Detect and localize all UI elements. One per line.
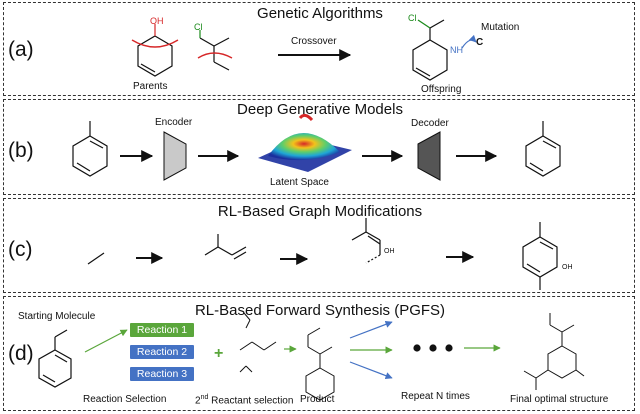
arrow-d3c [349, 361, 393, 380]
final-structure-label: Final optimal structure [510, 394, 609, 405]
dot-2 [429, 344, 437, 352]
offspring-molecule [412, 19, 448, 81]
atom-cl-parent: Cl [194, 22, 203, 32]
panel-a-letter: (a) [8, 38, 34, 61]
atom-oh-enol: OH [384, 248, 395, 255]
enol-fragment [351, 218, 381, 264]
phenol-product [522, 222, 558, 290]
panel-c-title: RL-Based Graph Modifications [217, 203, 423, 220]
reaction-selection-label: Reaction Selection [83, 394, 167, 405]
plus-sign: + [214, 345, 223, 362]
panel-a-title: Genetic Algorithms [257, 5, 383, 22]
encoder-label: Encoder [155, 117, 193, 128]
ethane-fragment [87, 252, 105, 265]
reaction-3-box: Reaction 3 [130, 367, 194, 381]
crossover-label: Crossover [291, 36, 337, 47]
repeat-label: Repeat N times [401, 391, 470, 402]
panel-b [3, 99, 635, 195]
reactant-text: Reactant selection [208, 395, 294, 407]
alkene-fragment [204, 234, 247, 260]
atom-c: C [476, 37, 484, 48]
panel-c-letter: (c) [8, 238, 33, 261]
atom-nh: NH [450, 45, 463, 55]
panel-a [3, 2, 635, 96]
toluene-output [525, 121, 561, 177]
encoder-shape [163, 131, 187, 181]
panel-b-title: Deep Generative Models [237, 101, 403, 118]
decoder-shape [417, 131, 441, 181]
final-molecule [523, 313, 585, 390]
atom-oh-phenol: OH [562, 264, 573, 271]
panel-b-letter: (b) [8, 139, 34, 162]
mutation-label: Mutation [481, 22, 520, 33]
panel-d-letter: (d) [8, 342, 34, 365]
dot-1 [413, 344, 421, 352]
panel-d [3, 296, 635, 411]
parents-label: Parents [133, 81, 168, 92]
reaction-2-box: Reaction 2 [130, 345, 194, 359]
panel-d-title: RL-Based Forward Synthesis (PGFS) [194, 302, 446, 319]
reaction-1-box: Reaction 1 [130, 323, 194, 337]
reactant-ordinal-suffix: nd [200, 394, 209, 401]
latent-space-surface [258, 113, 352, 172]
cut-mark-2 [197, 52, 233, 59]
parent-molecule-2 [199, 30, 230, 71]
reactant-selection-label: 2nd Reactant selection [195, 394, 293, 406]
arrow-d1 [84, 329, 128, 353]
atom-cl-offspring: Cl [408, 13, 417, 23]
mutation-arrow [461, 34, 477, 49]
cut-mark-1 [131, 39, 179, 48]
dot-3 [445, 344, 453, 352]
toluene-input [72, 121, 108, 177]
starting-molecule-label: Starting Molecule [18, 311, 96, 322]
second-reactant [239, 312, 277, 373]
product-label: Product [300, 394, 335, 405]
offspring-label: Offspring [421, 84, 462, 95]
latent-space-label: Latent Space [270, 177, 329, 188]
parent-molecule-1 [137, 24, 173, 77]
product-molecule [305, 327, 335, 401]
benzoic-acid [38, 329, 72, 388]
reactant-ordinal: 2 [195, 395, 201, 407]
atom-oh-parent: OH [150, 16, 164, 26]
panel-c [3, 198, 635, 293]
decoder-label: Decoder [411, 118, 449, 129]
arrow-d3a [349, 320, 393, 339]
